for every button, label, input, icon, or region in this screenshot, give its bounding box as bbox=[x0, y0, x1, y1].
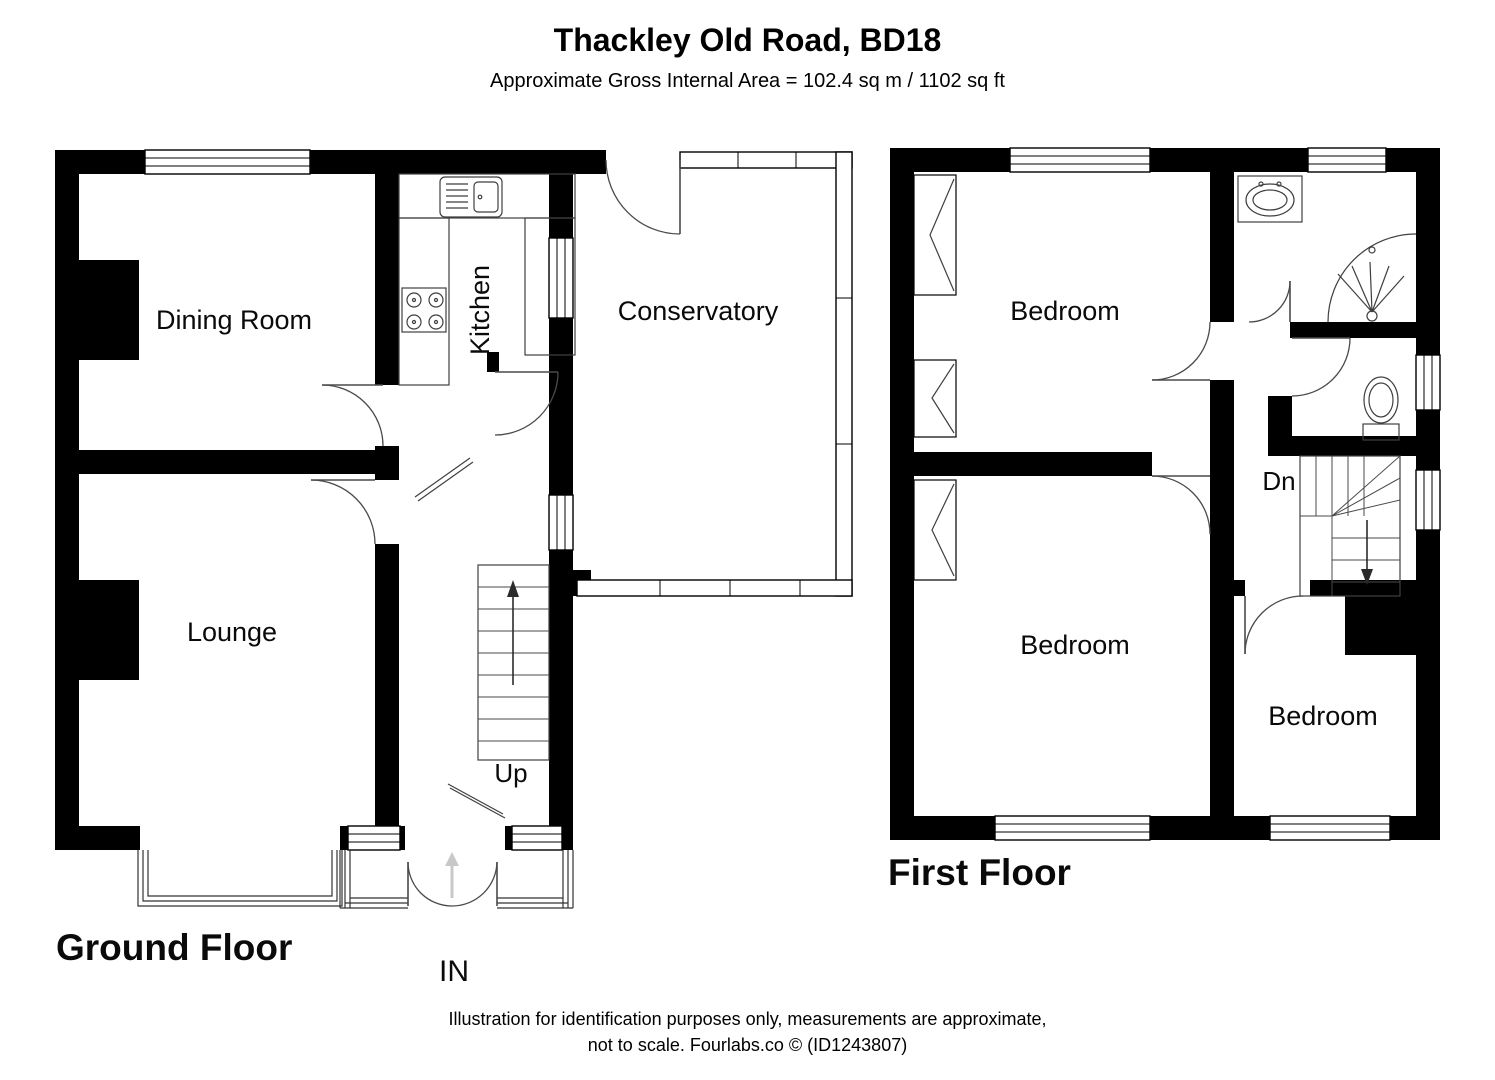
bedroom-back-label: Bedroom bbox=[1020, 630, 1130, 660]
dining-room-window bbox=[144, 149, 311, 175]
conservatory-door bbox=[605, 159, 681, 235]
ground-walls bbox=[55, 150, 606, 850]
disclaimer-line1: Illustration for identification purposes… bbox=[448, 1009, 1047, 1029]
entrance-arrow-icon bbox=[445, 852, 459, 898]
hall-angled-door bbox=[414, 457, 474, 502]
toilet bbox=[1362, 376, 1400, 441]
front-double-door bbox=[407, 861, 498, 907]
kitchen-counters bbox=[398, 173, 576, 386]
shower bbox=[1327, 233, 1417, 323]
bedroom-front-window bbox=[1009, 147, 1151, 173]
porch-inner-door bbox=[447, 783, 506, 819]
page-subtitle: Approximate Gross Internal Area = 102.4 … bbox=[490, 70, 1005, 92]
bedroom-side-door bbox=[1244, 595, 1304, 655]
ground-floor-plan: Dining Room Kitchen Conservatory Lounge … bbox=[55, 149, 853, 988]
kitchen-door bbox=[494, 371, 559, 436]
kitchen-label: Kitchen bbox=[465, 265, 495, 355]
lounge-door bbox=[310, 479, 376, 545]
bedroom-back-window bbox=[994, 815, 1151, 841]
entrance-porch bbox=[339, 850, 574, 909]
bathroom-door bbox=[1248, 280, 1291, 323]
wardrobe-alcove-1 bbox=[913, 174, 957, 296]
kitchen-hob bbox=[401, 287, 447, 333]
stairs-dn-label: Dn bbox=[1262, 466, 1295, 496]
page-title: Thackley Old Road, BD18 bbox=[553, 22, 942, 58]
first-floor-plan: Bedroom Bedroom Bedroom Dn First Floor bbox=[888, 147, 1441, 893]
lounge-label: Lounge bbox=[187, 617, 277, 647]
bedroom-side-label: Bedroom bbox=[1268, 701, 1378, 731]
porch-right-window bbox=[511, 825, 563, 851]
bathroom-basin bbox=[1237, 175, 1303, 223]
conservatory-glazing bbox=[576, 151, 853, 597]
wc-window bbox=[1415, 354, 1441, 411]
kitchen-window bbox=[548, 237, 574, 319]
wc-door bbox=[1291, 337, 1351, 397]
bedroom-back-door bbox=[1151, 475, 1211, 535]
entrance-in-label: IN bbox=[439, 955, 469, 988]
wardrobe-alcove-2 bbox=[913, 359, 957, 438]
wardrobe-alcove-3 bbox=[913, 479, 957, 581]
stairs-up-label: Up bbox=[494, 758, 527, 788]
first-stairs bbox=[1299, 455, 1401, 597]
bedroom-front-door bbox=[1151, 321, 1211, 381]
bathroom-window bbox=[1307, 147, 1387, 173]
bedroom-front-label: Bedroom bbox=[1010, 296, 1120, 326]
disclaimer-line2: not to scale. Fourlabs.co © (ID1243807) bbox=[587, 1035, 908, 1055]
ground-floor-label: Ground Floor bbox=[56, 927, 292, 968]
porch-left-window bbox=[347, 825, 401, 851]
dining-room-label: Dining Room bbox=[156, 305, 312, 335]
kitchen-sink bbox=[439, 176, 503, 218]
conservatory-label: Conservatory bbox=[618, 296, 779, 326]
landing-window bbox=[1415, 469, 1441, 531]
dining-room-door bbox=[321, 384, 384, 447]
hall-window bbox=[548, 494, 574, 551]
first-floor-label: First Floor bbox=[888, 852, 1071, 893]
bedroom-side-window bbox=[1269, 815, 1391, 841]
disclaimer: Illustration for identification purposes… bbox=[0, 1006, 1495, 1058]
ground-stairs bbox=[477, 564, 550, 761]
lounge-bay-window bbox=[137, 850, 343, 907]
